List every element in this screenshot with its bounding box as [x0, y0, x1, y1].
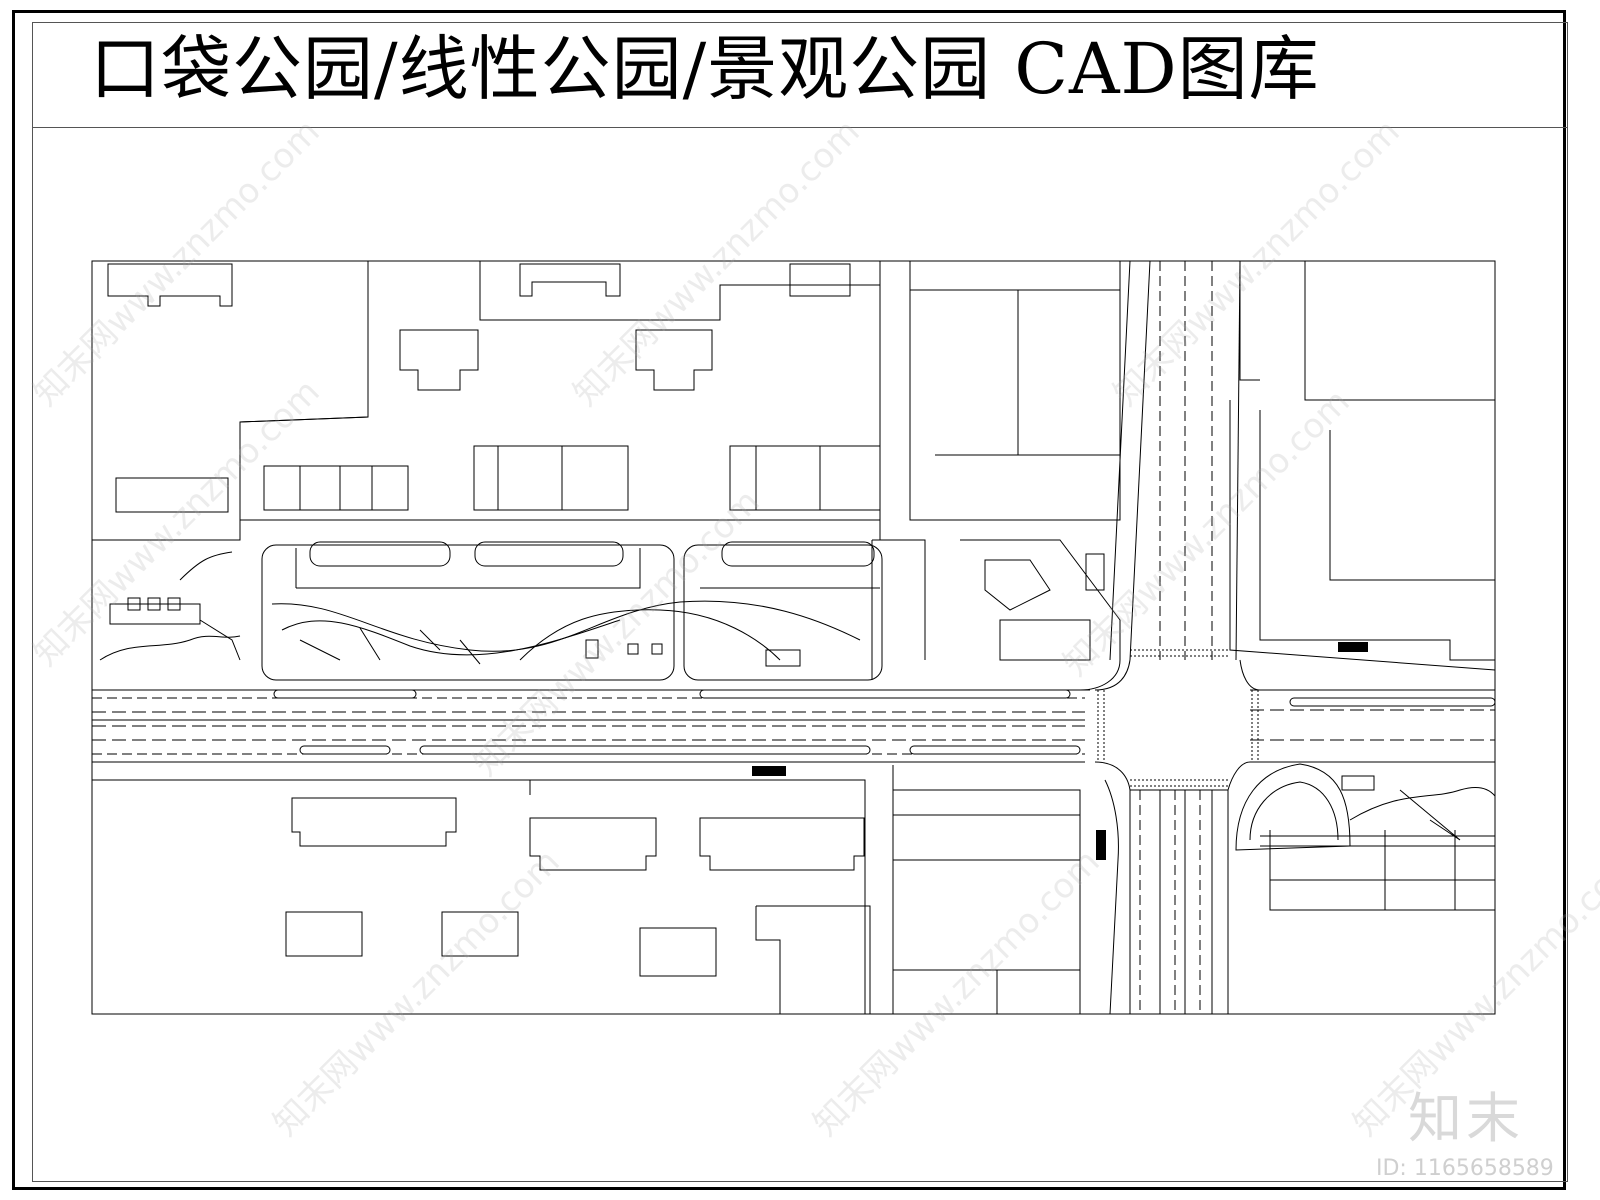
main-road [92, 689, 1496, 763]
cross-road [1094, 260, 1261, 1014]
south-blocks [92, 765, 1495, 1015]
linear-park [261, 539, 1121, 691]
west-pocket-park [99, 551, 241, 661]
outer-frame [12, 10, 1566, 1190]
southeast-corner-park [1235, 763, 1496, 851]
title-block [32, 22, 1568, 128]
building-footprints-north [107, 263, 881, 513]
brand-logo: 知末 [1408, 1087, 1524, 1150]
drawing-frame [32, 22, 1568, 1182]
bus-stops [752, 642, 1368, 860]
plan-boundary [91, 260, 1496, 1015]
image-id-label: ID: 1165658589 [1376, 1156, 1554, 1181]
crosswalks [1097, 649, 1259, 787]
parking-strip-1 [309, 541, 875, 567]
drawing-title: 口袋公园/线性公园/景观公园 CAD图库 [90, 28, 1320, 110]
north-residential-blocks [92, 260, 1496, 671]
building-footprints-south [285, 797, 871, 1014]
